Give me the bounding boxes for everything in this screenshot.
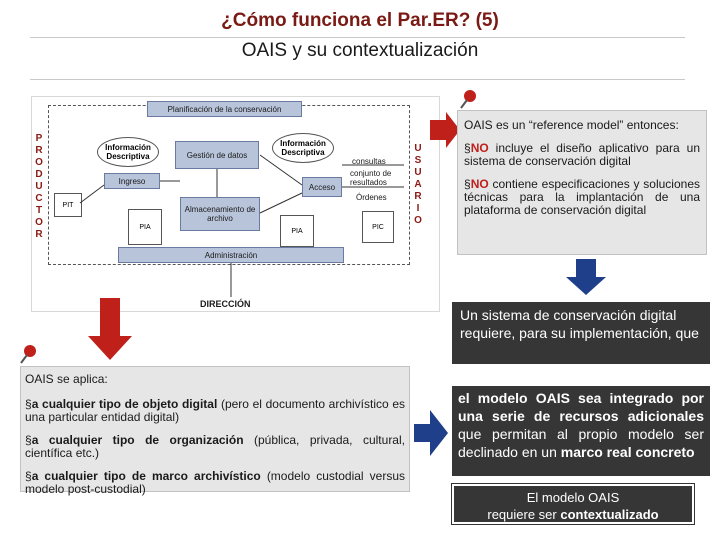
contextualization-line2-pre: requiere ser <box>487 507 561 522</box>
productor-letter: O <box>35 157 43 168</box>
title-divider-bottom <box>30 79 685 80</box>
usuario-letter: S <box>414 155 422 166</box>
usuario-letter: U <box>414 167 422 178</box>
bullet-marker: § <box>464 177 471 191</box>
bullet-no-label: NO <box>470 141 489 155</box>
pushpin-icon <box>460 90 476 109</box>
page-title: ¿Cómo funciona el Par.ER? (5) <box>221 10 499 31</box>
info-descriptiva-right: Información Descriptiva <box>272 133 334 163</box>
oais-integration-plain: que permitan al propio modelo ser declin… <box>458 426 704 460</box>
productor-letter: T <box>35 205 43 216</box>
arrow-down-icon <box>566 259 606 295</box>
pic-package: PIC <box>362 211 394 243</box>
productor-letter: D <box>35 169 43 180</box>
applies-item-objeto: §a cualquier tipo de objeto digital (per… <box>25 398 405 424</box>
productor-label: P R O D U C T O R <box>34 133 44 241</box>
applies-item-text: (pero el documento archivístico es una p… <box>25 397 406 424</box>
oais-applies-panel: OAIS se aplica: §a cualquier tipo de obj… <box>20 366 410 496</box>
bullet-marker: § <box>25 433 32 447</box>
usuario-label: U S U A R I O <box>413 143 423 227</box>
bullet-marker: § <box>25 469 32 483</box>
pushpin-icon <box>20 345 36 364</box>
pit-package: PIT <box>54 193 82 217</box>
arrow-right-icon <box>414 410 448 456</box>
bullet-text: incluye el diseño aplicativo para un sis… <box>464 141 700 168</box>
diagram-connectors <box>79 154 404 297</box>
bullet-text: contiene especificaciones y soluciones t… <box>464 177 700 217</box>
applies-item-text: (pública, privada, cultural, científica … <box>25 433 405 460</box>
oais-integration-bold-end: marco real concreto <box>560 444 695 460</box>
system-requirement-panel: Un sistema de conservación digital requi… <box>452 302 710 364</box>
productor-letter: P <box>35 133 43 144</box>
usuario-letter: A <box>414 179 422 190</box>
oais-applies-intro: OAIS se aplica: <box>25 372 108 386</box>
productor-letter: O <box>35 217 43 228</box>
pia-right-package: PIA <box>280 215 314 247</box>
contextualization-line2-bold: contextualizado <box>560 507 659 522</box>
info-descriptiva-left: Información Descriptiva <box>97 137 159 167</box>
oais-integration-bold: el modelo OAIS sea integrado por una ser… <box>458 390 704 424</box>
applies-item-bold: a cualquier tipo de organización <box>31 433 244 447</box>
reference-model-intro: OAIS es un “reference model” entonces: <box>464 119 700 132</box>
productor-letter: C <box>35 193 43 204</box>
conjunto-resultados-label: conjunto de resultados <box>350 169 392 187</box>
pia-left-package: PIA <box>128 209 162 245</box>
ingreso-box: Ingreso <box>104 173 160 189</box>
productor-letter: U <box>35 181 43 192</box>
contextualization-box: El modelo OAIS requiere ser contextualiz… <box>451 483 695 525</box>
bullet-no-design: §NO incluye el diseño aplicativo para un… <box>464 142 700 168</box>
applies-item-bold: a cualquier tipo de objeto digital <box>31 397 218 411</box>
ordenes-label: Órdenes <box>356 193 387 202</box>
bullet-marker: § <box>25 397 32 411</box>
arrow-right-icon <box>430 112 460 148</box>
usuario-letter: R <box>414 191 422 202</box>
bullet-no-specs: §NO contiene especificaciones y solucion… <box>464 178 700 217</box>
bullet-no-label: NO <box>470 177 489 191</box>
gestion-datos-box: Gestión de datos <box>175 141 259 169</box>
page-subtitle: OAIS y su contextualización <box>241 40 479 61</box>
applies-item-bold: a cualquier tipo de marco archivístico <box>31 469 261 483</box>
oais-diagram: P R O D U C T O R U S U A R I O Planific… <box>31 96 440 312</box>
arrow-down-icon <box>88 298 132 360</box>
reference-model-intro-text: OAIS es un “reference model” entonces: <box>464 118 679 132</box>
bullet-marker: § <box>464 141 471 155</box>
productor-letter: R <box>35 229 43 240</box>
contextualization-line2: requiere ser contextualizado <box>454 506 692 523</box>
almacenamiento-box: Almacenamiento de archivo <box>180 197 260 231</box>
usuario-letter: O <box>414 215 422 226</box>
planificacion-box: Planificación de la conservación <box>147 101 302 117</box>
acceso-box: Acceso <box>302 177 342 197</box>
applies-item-marco: §a cualquier tipo de marco archivístico … <box>25 470 405 496</box>
usuario-letter: I <box>416 203 420 214</box>
oais-integration-text: el modelo OAIS sea integrado por una ser… <box>458 389 704 461</box>
productor-letter: R <box>35 145 43 156</box>
title-divider-top <box>30 37 685 38</box>
contextualization-line1: El modelo OAIS <box>526 490 620 505</box>
administracion-box: Administración <box>118 247 344 263</box>
usuario-letter: U <box>414 143 422 154</box>
system-requirement-text: Un sistema de conservación digital requi… <box>460 307 699 341</box>
oais-integration-panel: el modelo OAIS sea integrado por una ser… <box>452 386 710 476</box>
applies-item-organizacion: §a cualquier tipo de organización (públi… <box>25 434 405 460</box>
consultas-label: consultas <box>352 157 386 166</box>
applies-item-text: (modelo custodial versus modelo post-cus… <box>25 469 406 496</box>
reference-model-panel: OAIS es un “reference model” entonces: §… <box>457 110 707 255</box>
direccion-label: DIRECCIÓN <box>200 299 251 309</box>
